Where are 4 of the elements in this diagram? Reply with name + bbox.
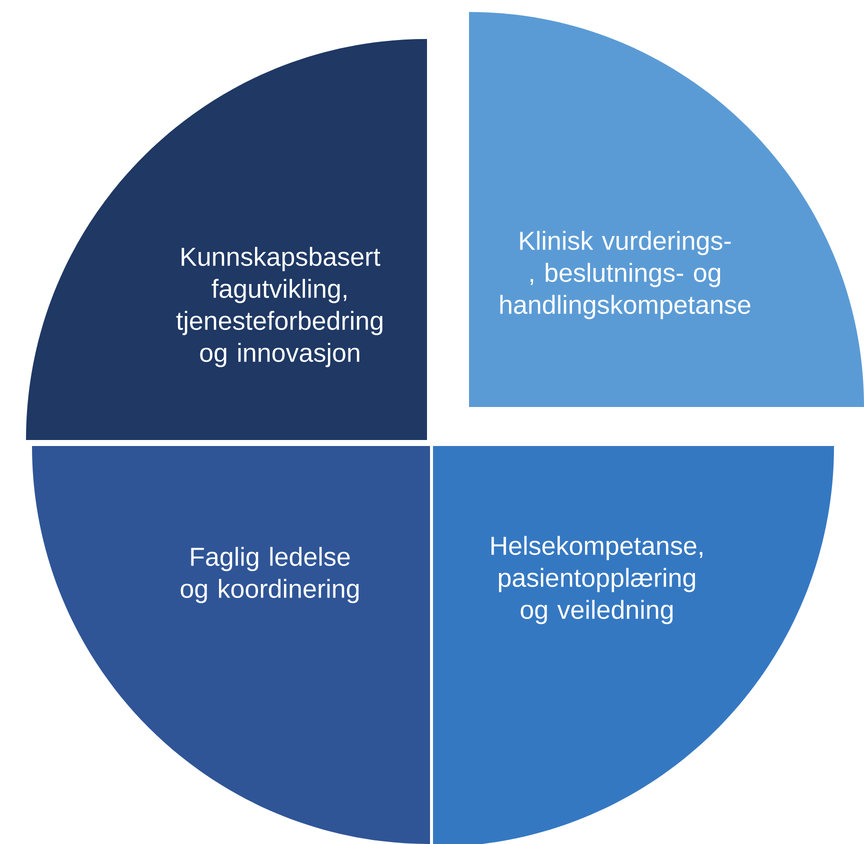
sector: Faglig ledelse og koordinering bbox=[32, 446, 430, 844]
sector: Klinisk vurderings-, beslutnings- og handlingskompetanse bbox=[469, 12, 864, 407]
sector: Kunnskapsbasert fagutvikling, tjenesteforbedring og innovasjon bbox=[26, 39, 427, 440]
sector: Helsekompetanse, pasientopplæring og veiledning bbox=[433, 446, 834, 844]
